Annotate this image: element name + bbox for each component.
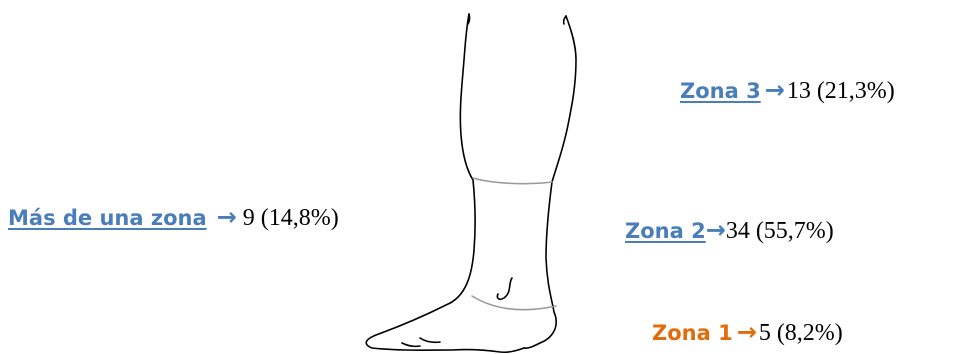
- mas-de-una-zona-annotation: Más de una zona →9 (14,8%): [8, 205, 339, 230]
- mas-de-una-zona-value: 9 (14,8%): [243, 205, 339, 231]
- zona1-value: 5 (8,2%): [759, 320, 843, 346]
- zona1-label: Zona 1: [652, 321, 733, 345]
- right-arrow-icon: →: [706, 216, 726, 244]
- zona3-annotation: Zona 3→13 (21,3%): [680, 78, 895, 103]
- zone-boundary-upper: [473, 178, 552, 184]
- zona2-annotation: Zona 2→34 (55,7%): [625, 218, 834, 243]
- right-arrow-icon: →: [737, 318, 757, 346]
- zona2-link[interactable]: Zona 2: [625, 219, 706, 243]
- right-arrow-icon: →: [765, 76, 785, 104]
- zona3-link[interactable]: Zona 3: [680, 79, 761, 103]
- zone-boundary-lower: [472, 296, 556, 310]
- zona1-annotation: Zona 1→5 (8,2%): [652, 320, 843, 345]
- right-arrow-icon: →: [217, 203, 237, 231]
- mas-de-una-zona-link[interactable]: Más de una zona: [8, 206, 207, 230]
- zona3-value: 13 (21,3%): [787, 78, 895, 104]
- zona2-value: 34 (55,7%): [726, 218, 834, 244]
